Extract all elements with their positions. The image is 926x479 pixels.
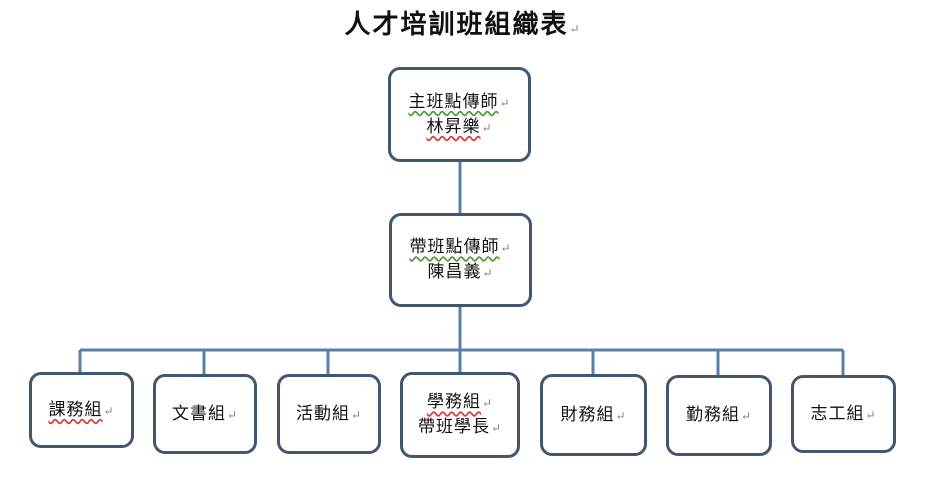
group-node: 文書組↵ xyxy=(153,374,257,454)
group-label: 學務組↵ xyxy=(426,392,494,412)
chart-title: 人才培訓班組織表↵ xyxy=(344,10,582,40)
group-sublabel: 帶班學長↵ xyxy=(417,417,503,437)
node-head-role: 主班點傳師↵ xyxy=(408,91,511,112)
group-node: 財務組↵ xyxy=(540,374,647,456)
node-class-role: 帶班點傳師↵ xyxy=(409,237,512,257)
group-label: 活動組↵ xyxy=(295,403,363,424)
group-node: 志工組↵ xyxy=(791,375,896,453)
group-label: 課務組↵ xyxy=(48,399,115,420)
group-node: 課務組↵ xyxy=(29,372,134,448)
group-node: 活動組↵ xyxy=(277,374,381,454)
group-label: 志工組↵ xyxy=(810,403,877,424)
group-label: 勤務組↵ xyxy=(685,405,753,425)
group-node: 學務組↵ 帶班學長↵ xyxy=(400,372,520,458)
node-head-teacher: 主班點傳師↵ 林昇樂↵ xyxy=(388,67,531,162)
node-head-name: 林昇樂↵ xyxy=(426,116,493,137)
node-class-teacher: 帶班點傳師↵ 陳昌義↵ xyxy=(389,213,532,307)
group-node: 勤務組↵ xyxy=(666,375,772,456)
paragraph-mark: ↵ xyxy=(569,22,582,36)
group-label: 財務組↵ xyxy=(560,404,627,425)
node-class-name: 陳昌義↵ xyxy=(427,262,494,282)
group-label: 文書組↵ xyxy=(171,403,239,424)
